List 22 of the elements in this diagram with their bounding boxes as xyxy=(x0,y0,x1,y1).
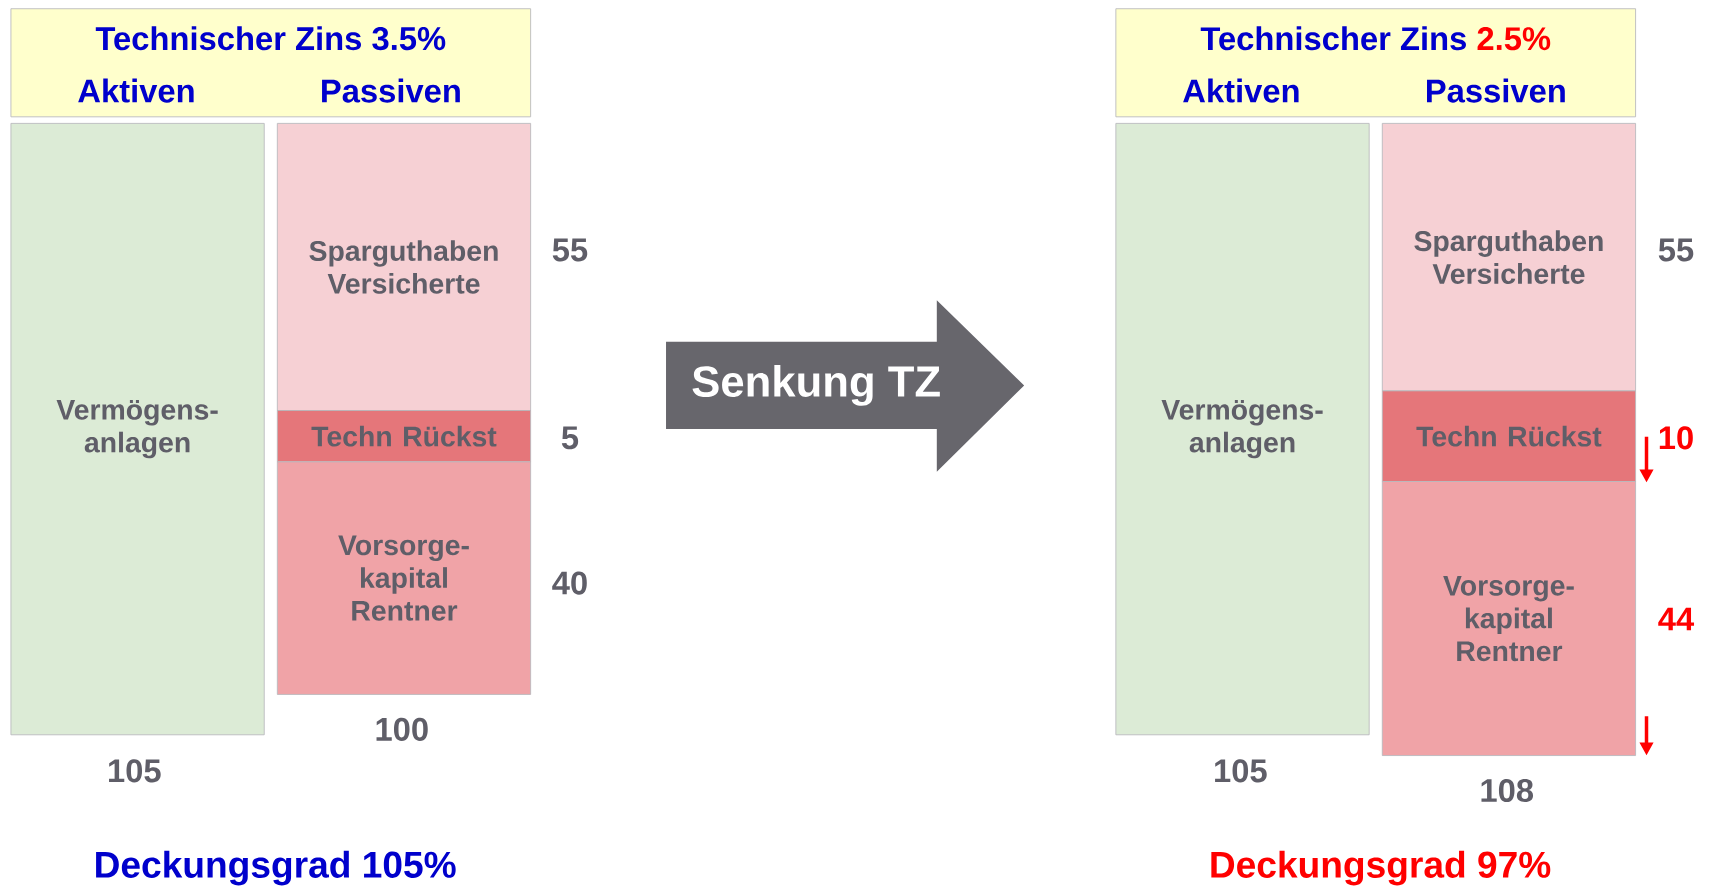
total-value: 100 xyxy=(376,717,428,742)
balance-block: Vorsorge-kapital Rentner xyxy=(276,461,532,696)
result-text: Deckungsgrad 97% xyxy=(1211,850,1551,886)
balance-block: Vorsorge-kapital Rentner xyxy=(1381,481,1637,757)
balance-block: Vermögens-anlagen xyxy=(10,123,265,736)
balance-block: Techn Rückst xyxy=(1381,390,1637,483)
result-text: Deckungsgrad 105% xyxy=(96,850,456,886)
header-box: Technischer Zins 2.5% Aktiven Passiven xyxy=(1115,8,1637,118)
total-value: 105 xyxy=(109,759,161,783)
total-value: 108 xyxy=(1481,779,1534,803)
value-label: 10 xyxy=(1659,426,1693,450)
value-label: 55 xyxy=(552,238,588,262)
total-value: 105 xyxy=(1215,759,1267,783)
value-label: 44 xyxy=(1658,608,1695,631)
value-label: 5 xyxy=(561,426,579,450)
balance-block: Sparguthaben Versicherte xyxy=(1381,123,1637,392)
header-box: Technischer Zins 3.5% Aktiven Passiven xyxy=(10,8,532,118)
balance-block: Sparguthaben Versicherte xyxy=(276,123,532,412)
balance-block: Vermögens-anlagen xyxy=(1115,123,1370,736)
balance-block: Techn Rückst xyxy=(276,410,532,463)
value-label: 55 xyxy=(1658,238,1694,262)
value-label: 40 xyxy=(552,571,587,595)
